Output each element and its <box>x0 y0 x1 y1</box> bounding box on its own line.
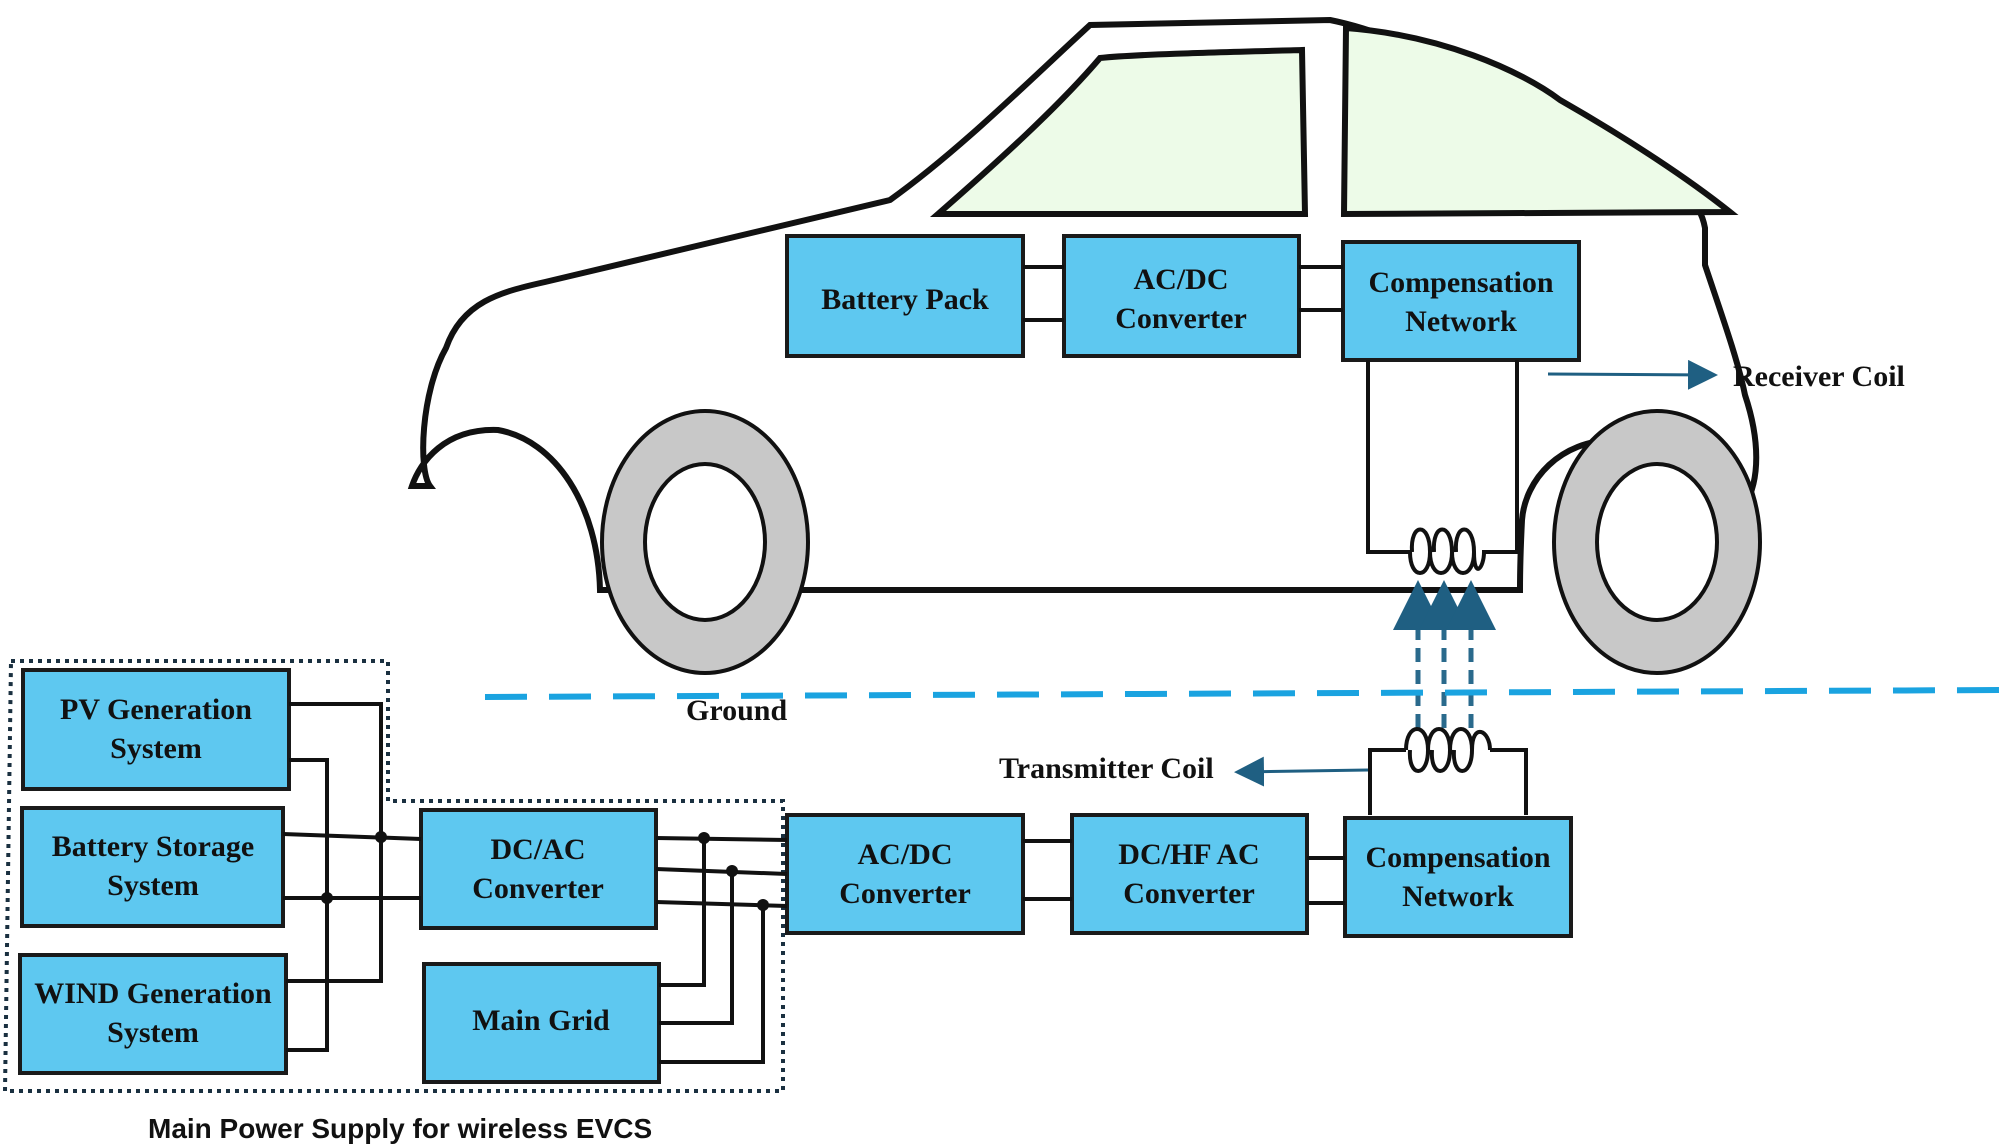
charger-compensation-line2: Network <box>1402 880 1514 913</box>
charger-acdc-converter-block: AC/DC Converter <box>785 813 1025 935</box>
pv-line2: System <box>110 732 202 765</box>
transmitter-coil-wires <box>1368 748 1528 815</box>
dc-hf-ac-line1: DC/HF AC <box>1118 838 1259 871</box>
front-wheel-icon <box>600 409 810 675</box>
charger-acdc-line1: AC/DC <box>858 838 953 871</box>
dc-hf-ac-converter-block: DC/HF AC Converter <box>1070 813 1309 935</box>
vehicle-compensation-line2: Network <box>1405 305 1517 338</box>
wind-line1: WIND Generation <box>34 977 272 1010</box>
front-window <box>929 46 1309 217</box>
main-power-supply-caption: Main Power Supply for wireless EVCS <box>148 1113 652 1144</box>
pv-generation-block: PV Generation System <box>21 668 291 791</box>
pv-line1: PV Generation <box>60 693 252 726</box>
receiver-coil-arrow <box>1547 359 1718 390</box>
wind-line2: System <box>107 1016 199 1049</box>
vehicle-compensation-line1: Compensation <box>1368 266 1553 299</box>
vehicle-compensation-network-block: Compensation Network <box>1341 240 1581 362</box>
dcac-converter-block: DC/AC Converter <box>419 808 658 930</box>
battery-pack-label: Battery Pack <box>821 283 989 316</box>
vehicle-wires <box>1023 265 1519 554</box>
dcac-line2: Converter <box>472 872 604 905</box>
main-power-supply-boundary <box>2 659 785 1093</box>
dc-hf-ac-line2: Converter <box>1123 877 1255 910</box>
transmitter-coil-arrow <box>1234 756 1369 787</box>
receiver-coil-icon <box>1408 527 1486 575</box>
vehicle-acdc-line1: AC/DC <box>1134 263 1229 296</box>
charger-compensation-network-block: Compensation Network <box>1343 816 1573 938</box>
transmitter-coil-icon <box>1404 727 1492 773</box>
magnetic-flux-lines <box>1393 580 1496 728</box>
ground-label: Ground <box>686 694 787 727</box>
battery-storage-block: Battery Storage System <box>20 806 285 928</box>
supply-wires <box>282 702 788 1064</box>
vehicle-acdc-converter-block: AC/DC Converter <box>1062 234 1301 358</box>
dcac-line1: DC/AC <box>491 833 586 866</box>
battery-storage-line1: Battery Storage <box>52 830 254 863</box>
rear-window <box>1340 24 1739 218</box>
receiver-coil-label: Receiver Coil <box>1733 360 1905 393</box>
transmitter-coil-label: Transmitter Coil <box>999 752 1214 785</box>
rear-wheel-icon <box>1552 409 1762 675</box>
main-grid-block: Main Grid <box>422 962 661 1084</box>
charger-acdc-line2: Converter <box>839 877 971 910</box>
charger-compensation-line1: Compensation <box>1365 841 1550 874</box>
charger-wires <box>1023 839 1345 905</box>
battery-pack-block: Battery Pack <box>785 234 1025 358</box>
battery-storage-line2: System <box>107 869 199 902</box>
main-grid-label: Main Grid <box>472 1004 610 1037</box>
car-outline <box>407 16 1760 593</box>
wind-generation-block: WIND Generation System <box>18 953 288 1075</box>
vehicle-acdc-line2: Converter <box>1115 302 1247 335</box>
